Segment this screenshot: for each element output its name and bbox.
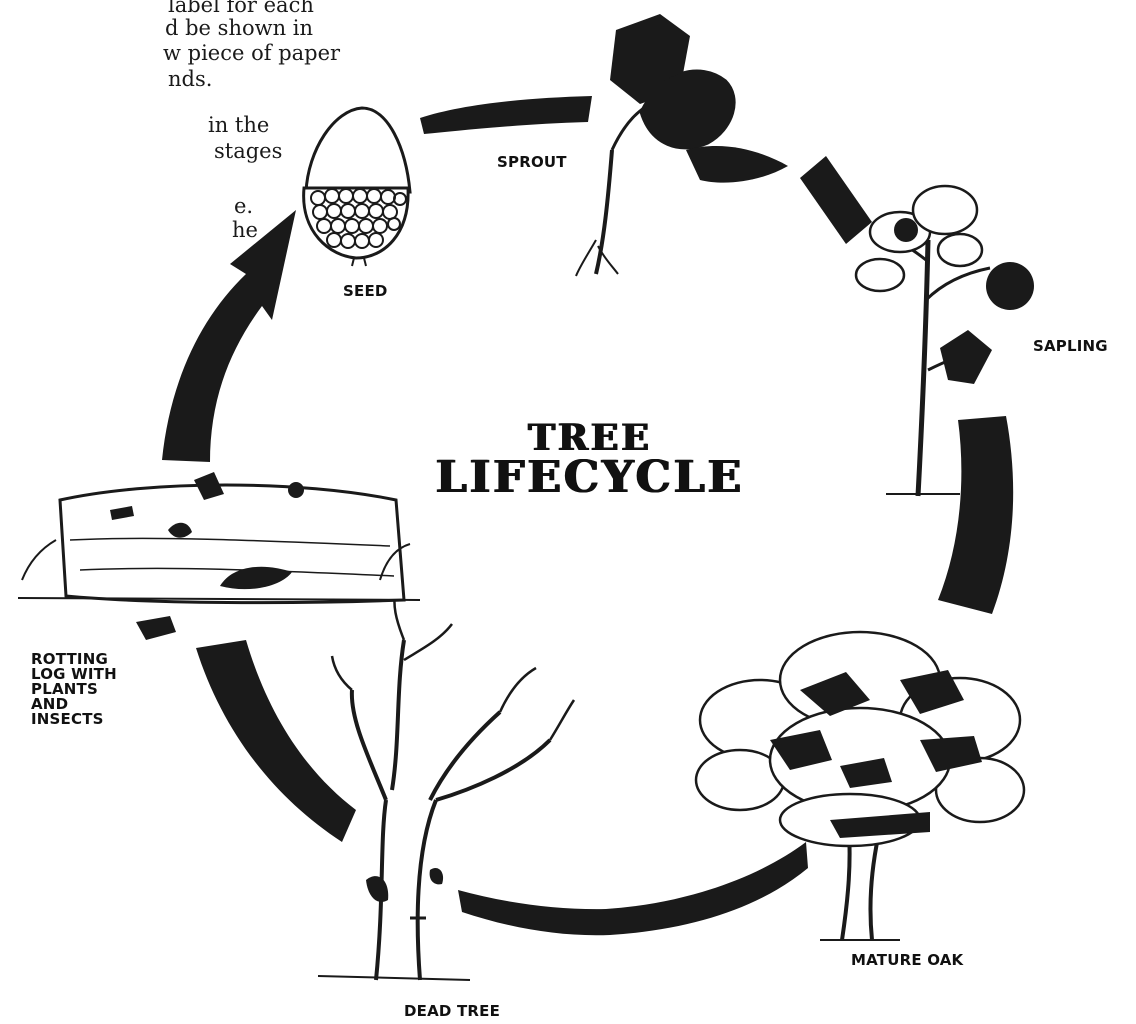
dead-tree-illustration	[318, 590, 574, 980]
stage-label-rotting-log-line-3: PLANTS	[31, 682, 98, 696]
stage-label-rotting-log-line-5: INSECTS	[31, 712, 104, 726]
stage-label-mature-oak: MATURE OAK	[851, 953, 963, 968]
stage-label-sprout: SPROUT	[497, 155, 567, 170]
acorn-illustration	[304, 108, 410, 266]
stage-label-sapling: SAPLING	[1033, 339, 1108, 354]
stage-label-rotting-log-line-2: LOG WITH	[31, 667, 117, 681]
stage-label-rotting-log-line-4: AND	[31, 697, 68, 711]
sapling-illustration	[856, 186, 1034, 496]
mature-oak-illustration	[696, 632, 1024, 940]
sprout-illustration	[576, 14, 788, 276]
rotting-log-illustration	[18, 472, 420, 640]
stage-label-dead-tree: DEAD TREE	[404, 1004, 500, 1019]
stage-label-rotting-log-line-1: ROTTING	[31, 652, 108, 666]
stage-label-seed: SEED	[343, 284, 388, 299]
diagram-title-line-2: LIFECYCLE	[370, 454, 810, 502]
